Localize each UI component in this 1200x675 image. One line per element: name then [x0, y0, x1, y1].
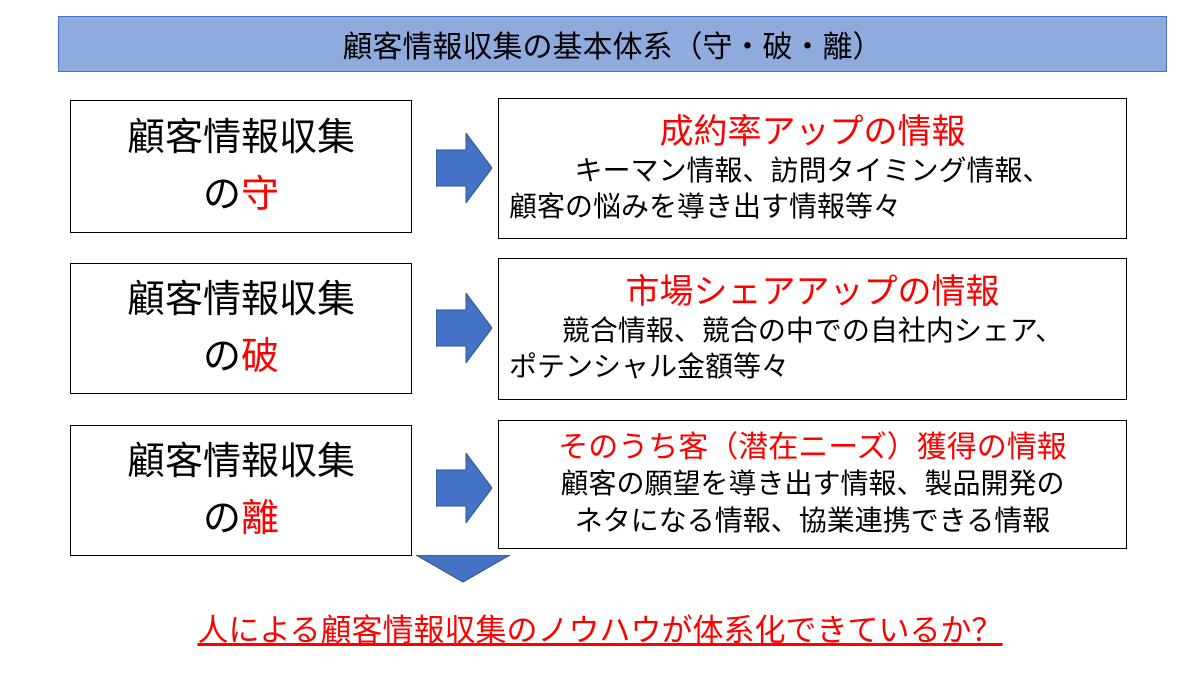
conclusion-text: 人による顧客情報収集のノウハウが体系化できているか？	[197, 613, 1003, 648]
stage-label: 顧客情報収集	[126, 278, 355, 321]
stage-box-shu: 顧客情報収集 の守	[70, 100, 412, 233]
conclusion-question: 人による顧客情報収集のノウハウが体系化できているか？	[0, 605, 1200, 650]
down-arrow-icon	[416, 555, 510, 583]
info-body-line: 競合情報、競合の中での自社内シェア、	[561, 315, 1064, 346]
right-arrow-icon	[436, 293, 492, 363]
stage-box-ha: 顧客情報収集 の破	[70, 263, 412, 394]
right-arrow-icon	[436, 133, 492, 203]
right-arrow-icon	[436, 453, 492, 523]
stage-key: 離	[241, 497, 280, 540]
info-box-ri: そのうち客（潜在ニーズ）獲得の情報 顧客の願望を導き出す情報、製品開発の ネタに…	[498, 420, 1127, 549]
slide-title: 顧客情報収集の基本体系（守・破・離）	[58, 16, 1167, 72]
stage-label: 顧客情報収集	[126, 116, 355, 159]
stage-prefix: の	[202, 173, 241, 216]
info-heading: 成約率アップの情報	[659, 112, 966, 151]
info-box-ha: 市場シェアアップの情報 競合情報、競合の中での自社内シェア、 ポテンシャル金額等…	[498, 258, 1127, 400]
stage-label: 顧客情報収集	[126, 440, 355, 483]
info-body-line: キーマン情報、訪問タイミング情報、	[574, 154, 1051, 186]
info-body-line: ネタになる情報、協業連携できる情報	[574, 504, 1051, 536]
stage-prefix: の	[202, 497, 241, 540]
info-body-line: ポテンシャル金額等々	[509, 351, 790, 383]
stage-key: 守	[241, 173, 280, 216]
info-box-shu: 成約率アップの情報 キーマン情報、訪問タイミング情報、 顧客の悩みを導き出す情報…	[498, 98, 1127, 239]
info-heading: そのうち客（潜在ニーズ）獲得の情報	[558, 431, 1067, 465]
info-heading: 市場シェアアップの情報	[625, 273, 1000, 312]
stage-key: 破	[241, 335, 280, 378]
info-body-line: 顧客の悩みを導き出す情報等々	[509, 190, 902, 222]
stage-prefix: の	[202, 335, 241, 378]
info-body-line: 顧客の願望を導き出す情報、製品開発の	[560, 468, 1065, 500]
stage-box-ri: 顧客情報収集 の離	[70, 425, 412, 556]
